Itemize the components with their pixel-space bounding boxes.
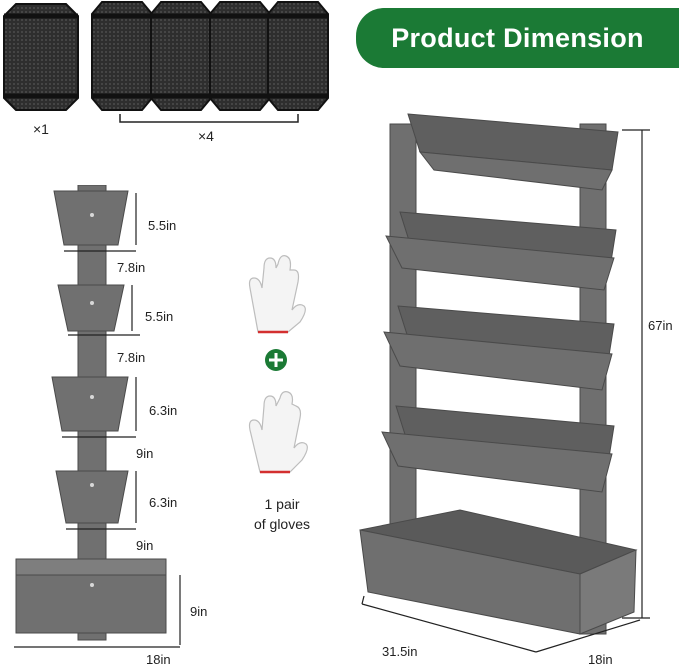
product-dimension-banner: Product Dimension xyxy=(356,8,679,68)
side-view-illustration xyxy=(14,185,181,648)
shelf-3-depth: 9in xyxy=(136,446,154,461)
tier-1 xyxy=(407,113,619,191)
liner-single xyxy=(3,3,79,111)
liner-group xyxy=(91,1,329,111)
base-planter xyxy=(359,509,638,635)
gloves-label-line1: 1 pair xyxy=(264,496,300,512)
side-shelf-2 xyxy=(57,284,125,332)
tier-4 xyxy=(381,405,615,493)
liner-group-count: ×4 xyxy=(198,128,214,144)
liners-illustration xyxy=(3,1,329,123)
front-view-illustration xyxy=(359,113,650,653)
plus-icon xyxy=(265,349,287,371)
tier-3 xyxy=(383,305,615,391)
side-shelf-1 xyxy=(53,190,129,246)
liner-single-count: ×1 xyxy=(33,121,49,137)
shelf-2-depth: 7.8in xyxy=(117,350,146,365)
gloves-illustration xyxy=(248,255,308,474)
side-shelf-4 xyxy=(55,470,129,524)
shelf-4-depth: 9in xyxy=(136,538,154,553)
total-width: 31.5in xyxy=(382,644,418,659)
banner-title: Product Dimension xyxy=(391,22,644,53)
shelf-2-height: 5.5in xyxy=(145,309,174,324)
total-height: 67in xyxy=(648,318,673,333)
shelf-3-height: 6.3in xyxy=(149,403,178,418)
side-shelf-3 xyxy=(51,376,129,432)
shelf-1-depth: 7.8in xyxy=(117,260,146,275)
group-bracket xyxy=(119,114,299,123)
shelf-1-height: 5.5in xyxy=(148,218,177,233)
tier-2 xyxy=(385,211,617,291)
glove-bottom-icon xyxy=(248,391,308,474)
total-depth: 18in xyxy=(588,652,613,667)
gloves-label-line2: of gloves xyxy=(253,516,311,532)
glove-top-icon xyxy=(248,255,306,334)
base-width: 18in xyxy=(146,652,171,667)
base-height: 9in xyxy=(190,604,208,619)
shelf-4-height: 6.3in xyxy=(149,495,178,510)
